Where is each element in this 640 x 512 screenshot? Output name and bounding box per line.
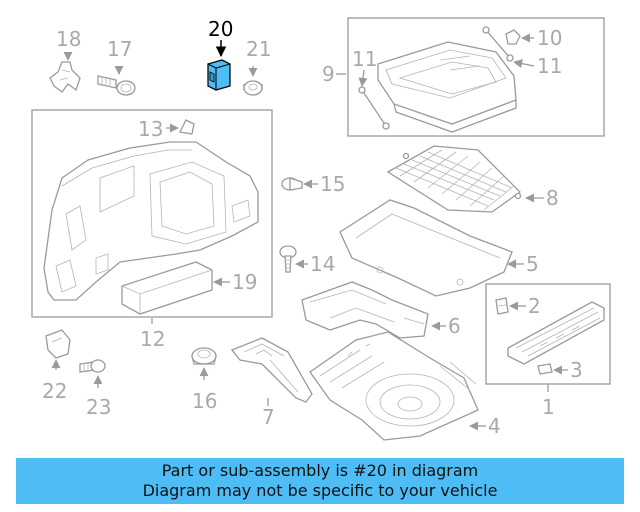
callout-21: 21: [246, 37, 271, 61]
info-banner: Part or sub-assembly is #20 in diagram D…: [16, 458, 624, 504]
part-3-clip: [537, 363, 553, 375]
part-18-clip: [49, 61, 81, 93]
part-14-screw: [279, 245, 297, 273]
part-13-clip: [179, 119, 195, 135]
part-16-grommet: [191, 347, 217, 365]
banner-line-1: Part or sub-assembly is #20 in diagram: [161, 461, 479, 480]
part-1-sill-plate: [507, 301, 605, 365]
callout-13: 13: [138, 117, 163, 141]
part-7-trim-bracket: [230, 337, 313, 403]
callout-5: 5: [526, 252, 539, 276]
part-11-strut-right: [482, 26, 514, 62]
part-5-floor-mat: [339, 199, 513, 297]
callout-7: 7: [262, 405, 275, 429]
callout-11a: 11: [352, 47, 377, 71]
part-19-storage-tray: [121, 261, 213, 315]
callout-14: 14: [310, 252, 335, 276]
callout-6: 6: [448, 314, 461, 338]
part-17-bolt: [97, 75, 136, 96]
callout-22: 22: [42, 379, 67, 403]
callout-10: 10: [537, 26, 562, 50]
part-8-cargo-net: [386, 145, 522, 213]
part-15-push-clip: [281, 177, 303, 191]
part-21-nut: [243, 80, 263, 96]
callout-16: 16: [192, 389, 217, 413]
callout-1: 1: [542, 395, 555, 419]
part-4-floor-pan: [309, 331, 479, 441]
part-9-cargo-cover: [377, 41, 517, 133]
callout-8: 8: [546, 186, 559, 210]
part-22-clip: [45, 329, 71, 359]
callout-3: 3: [570, 358, 583, 382]
part-11-strut-left: [358, 86, 390, 130]
leader-11b: [513, 59, 535, 69]
callout-4: 4: [488, 414, 501, 438]
part-23-screw: [79, 359, 106, 373]
box-12: [31, 109, 273, 318]
part-10-clip: [505, 29, 521, 45]
callout-12: 12: [140, 327, 165, 351]
callout-15: 15: [320, 172, 345, 196]
box-9: [347, 17, 605, 137]
part-2-clip: [495, 297, 509, 315]
callout-18: 18: [56, 27, 81, 51]
callout-23: 23: [86, 395, 111, 419]
parts-diagram: 18 17 20 21: [31, 17, 611, 441]
callout-9: 9: [322, 62, 335, 86]
callout-20: 20: [208, 17, 233, 41]
part-20-bracket: [207, 59, 231, 91]
callout-2: 2: [528, 294, 541, 318]
callout-11b: 11: [537, 54, 562, 78]
part-12-quarter-trim: [43, 141, 259, 301]
callout-17: 17: [107, 37, 132, 61]
banner-line-2: Diagram may not be specific to your vehi…: [142, 481, 498, 500]
part-6-storage-tray: [301, 281, 429, 339]
leader-11a: [358, 69, 368, 87]
callout-19: 19: [232, 270, 257, 294]
